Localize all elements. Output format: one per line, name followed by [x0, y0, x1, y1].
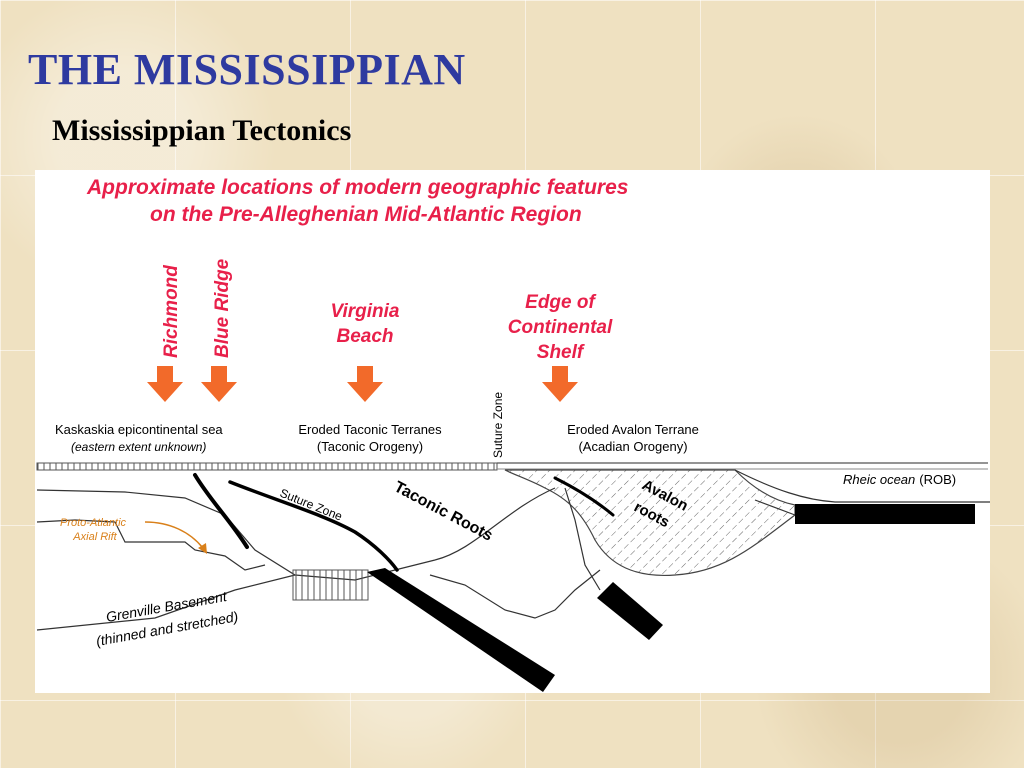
label-acadian-orogeny: (Acadian Orogeny)	[578, 439, 687, 454]
slab-rheic	[795, 504, 975, 524]
slab-taconic	[367, 568, 555, 692]
slab-avalon	[597, 582, 663, 640]
marker-virginia-beach-line1: Virginia	[331, 301, 400, 322]
marker-edge-line3: Shelf	[537, 342, 585, 363]
avalon-roots-body	[504, 469, 796, 577]
marker-edge-line2: Continental	[508, 317, 613, 338]
arrow-blue-ridge	[201, 366, 237, 402]
label-suture-zone-vertical: Suture Zone	[491, 392, 505, 458]
arrow-virginia-beach	[347, 366, 383, 402]
diagram-heading-line1: Approximate locations of modern geograph…	[86, 176, 628, 199]
slide-title: THE MISSISSIPPIAN	[28, 45, 466, 94]
basement-stripes	[292, 569, 369, 601]
rift-arrow	[144, 521, 204, 549]
label-kaskaskia: Kaskaskia epicontinental sea	[55, 422, 223, 437]
diagram-panel: Approximate locations of modern geograph…	[35, 170, 990, 693]
label-proto-atlantic-1: Proto-Atlantic	[60, 517, 127, 529]
label-taconic-roots: Taconic Roots	[391, 479, 495, 545]
label-rheic-ocean: Rheic ocean(ROB)	[843, 472, 956, 487]
marker-edge-line1: Edge of	[525, 292, 596, 313]
arrow-edge-of-shelf	[542, 366, 578, 402]
rift-arrow-head	[198, 543, 207, 554]
label-proto-atlantic-2: Axial Rift	[72, 531, 117, 543]
label-avalon-terrane: Eroded Avalon Terrane	[567, 422, 699, 437]
marker-virginia-beach-line2: Beach	[336, 326, 393, 347]
tectonic-cross-section: Approximate locations of modern geograph…	[36, 176, 990, 692]
label-taconic-orogeny: (Taconic Orogeny)	[317, 439, 423, 454]
sea-surface	[36, 462, 988, 471]
diagram-heading-line2: on the Pre-Alleghenian Mid-Atlantic Regi…	[150, 203, 582, 226]
marker-blue-ridge: Blue Ridge	[212, 258, 233, 358]
suture-thrusts	[193, 473, 615, 572]
slide-subtitle: Mississippian Tectonics	[52, 114, 352, 147]
label-taconic-terranes: Eroded Taconic Terranes	[298, 422, 442, 437]
marker-richmond: Richmond	[161, 265, 182, 358]
arrow-richmond	[147, 366, 183, 402]
label-kaskaskia-note: (eastern extent unknown)	[71, 440, 206, 454]
